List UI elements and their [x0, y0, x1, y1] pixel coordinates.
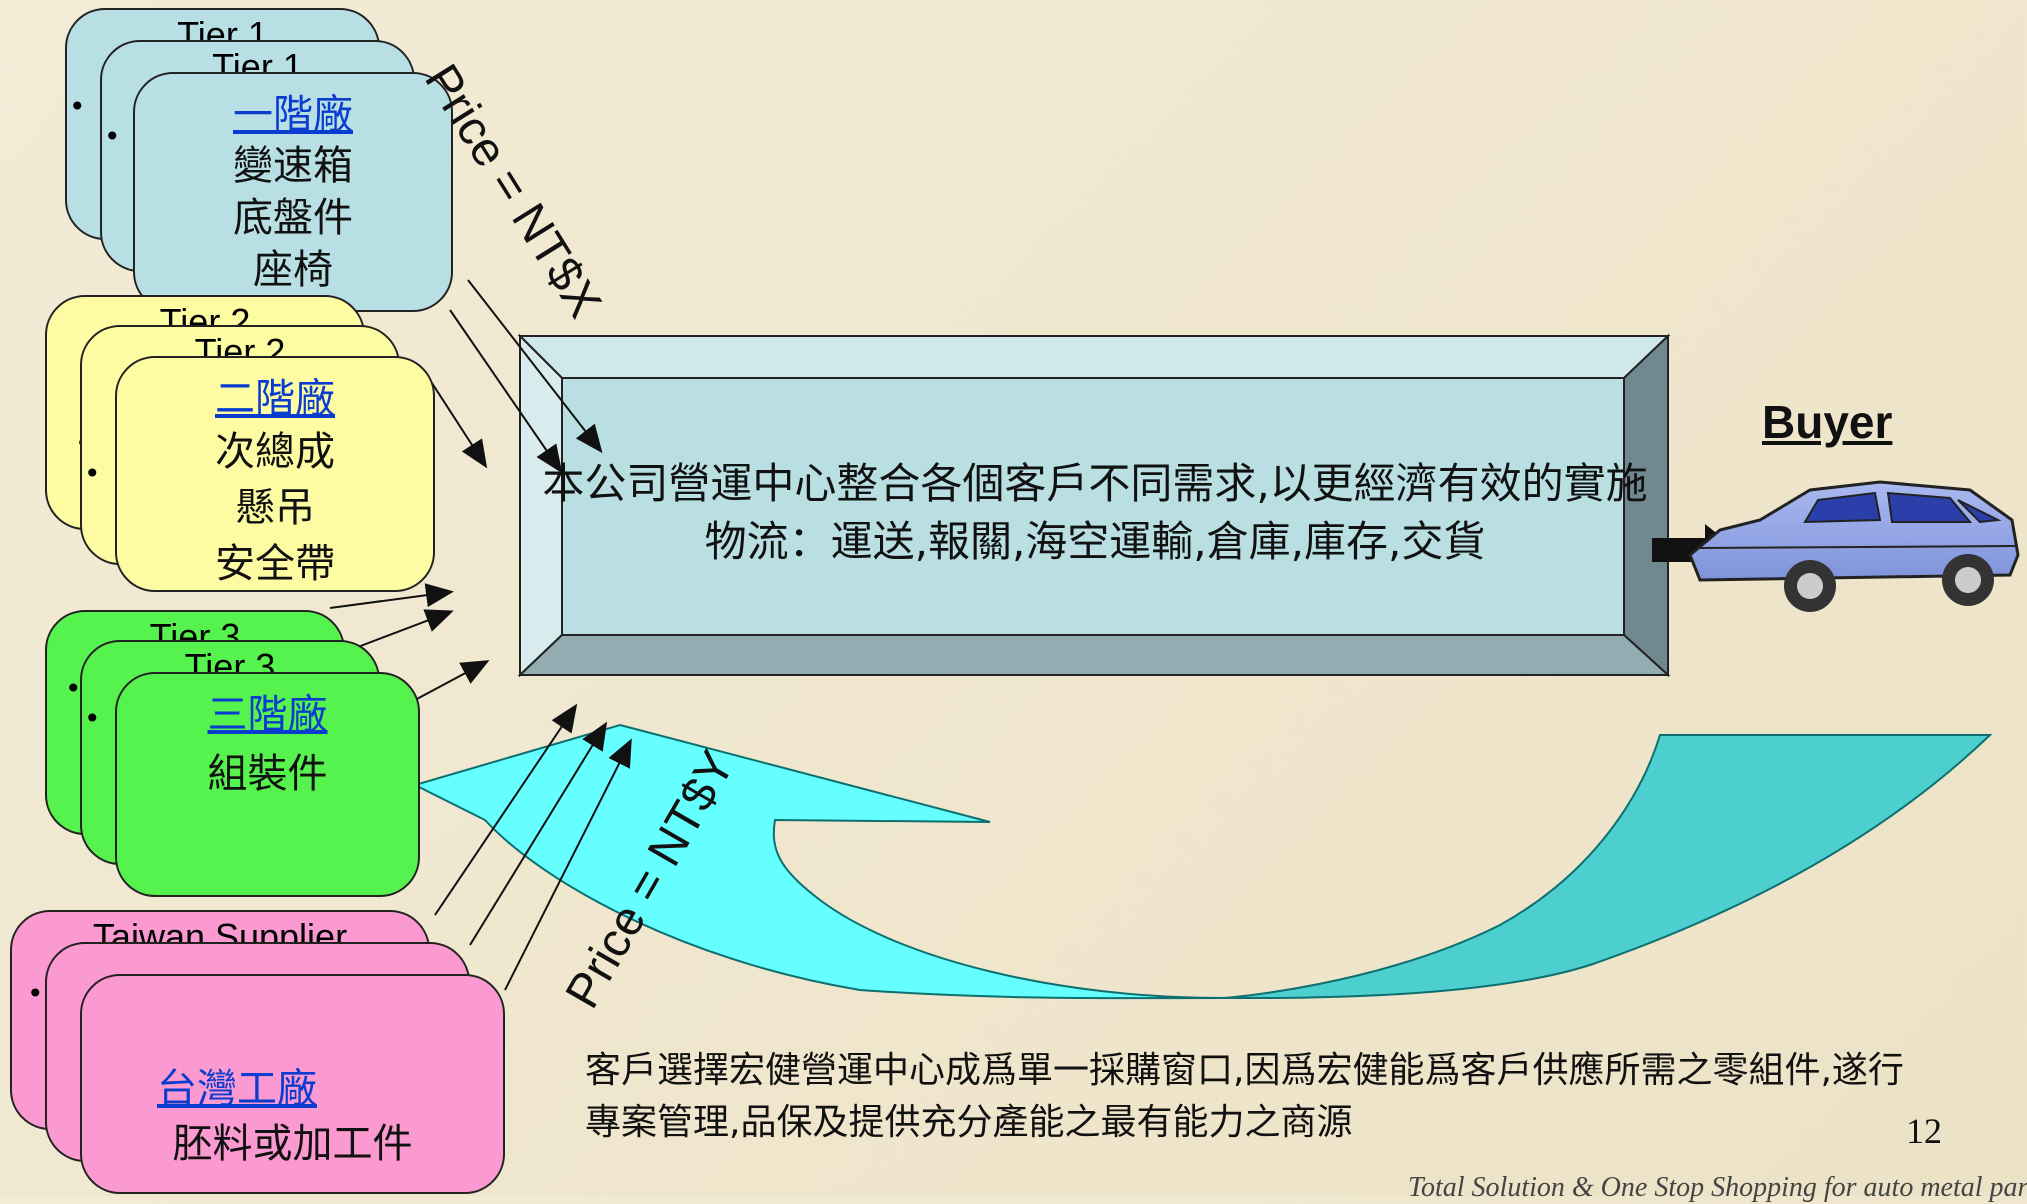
return-arrow [412, 723, 1993, 1000]
page-number: 12 [1906, 1111, 1942, 1151]
tier3-label[interactable]: 三階廠 [207, 692, 328, 738]
tier3-bullet: • [65, 672, 82, 705]
footer-slogan: Total Solution & One Stop Shopping for a… [1408, 1172, 2027, 1203]
taiwan-label[interactable]: 台灣工廠 [157, 1066, 317, 1112]
tier1-label[interactable]: 一階廠 [233, 92, 353, 138]
summary-note: 客戶選擇宏健營運中心成爲單一採購窗口,因爲宏健能爲客戶供應所需之零組件,遂行專案… [585, 1050, 1904, 1143]
tier3-item: 組裝件 [207, 751, 328, 797]
tier1-card: 一階廠 變速箱 底盤件 座椅 [133, 72, 453, 312]
car-icon [1688, 480, 2020, 612]
tier2-item: 次總成 [215, 429, 335, 475]
supplier-arrows [329, 279, 632, 991]
tier1-item: 座椅 [253, 247, 333, 293]
tier2-item: 懸吊 [235, 485, 315, 531]
taiwan-bullet: • [27, 977, 44, 1010]
tier1-item: 變速箱 [233, 143, 353, 189]
operations-center-text: 本公司營運中心整合各個客戶不同需求,以更經濟有效的實施物流：運送,報關,海空運輸… [542, 459, 1648, 566]
tier2-item: 安全帶 [215, 541, 335, 587]
tier1-item: 底盤件 [233, 195, 353, 241]
tier1-bullet: • [69, 90, 86, 123]
tier2-card: 二階廠 次總成 懸吊 安全帶 [115, 356, 435, 592]
tier3-card: 三階廠 組裝件 [115, 672, 420, 897]
buyer-label: Buyer [1762, 396, 1893, 448]
tier2-label[interactable]: 二階廠 [215, 376, 335, 422]
taiwan-item: 胚料或加工件 [172, 1121, 413, 1167]
tier3-bullet: • [84, 702, 101, 735]
taiwan-card: 台灣工廠 胚料或加工件 [80, 974, 505, 1194]
tier2-bullet: • [84, 457, 101, 490]
operations-center-box [517, 333, 1671, 678]
tier1-bullet: • [104, 120, 121, 153]
